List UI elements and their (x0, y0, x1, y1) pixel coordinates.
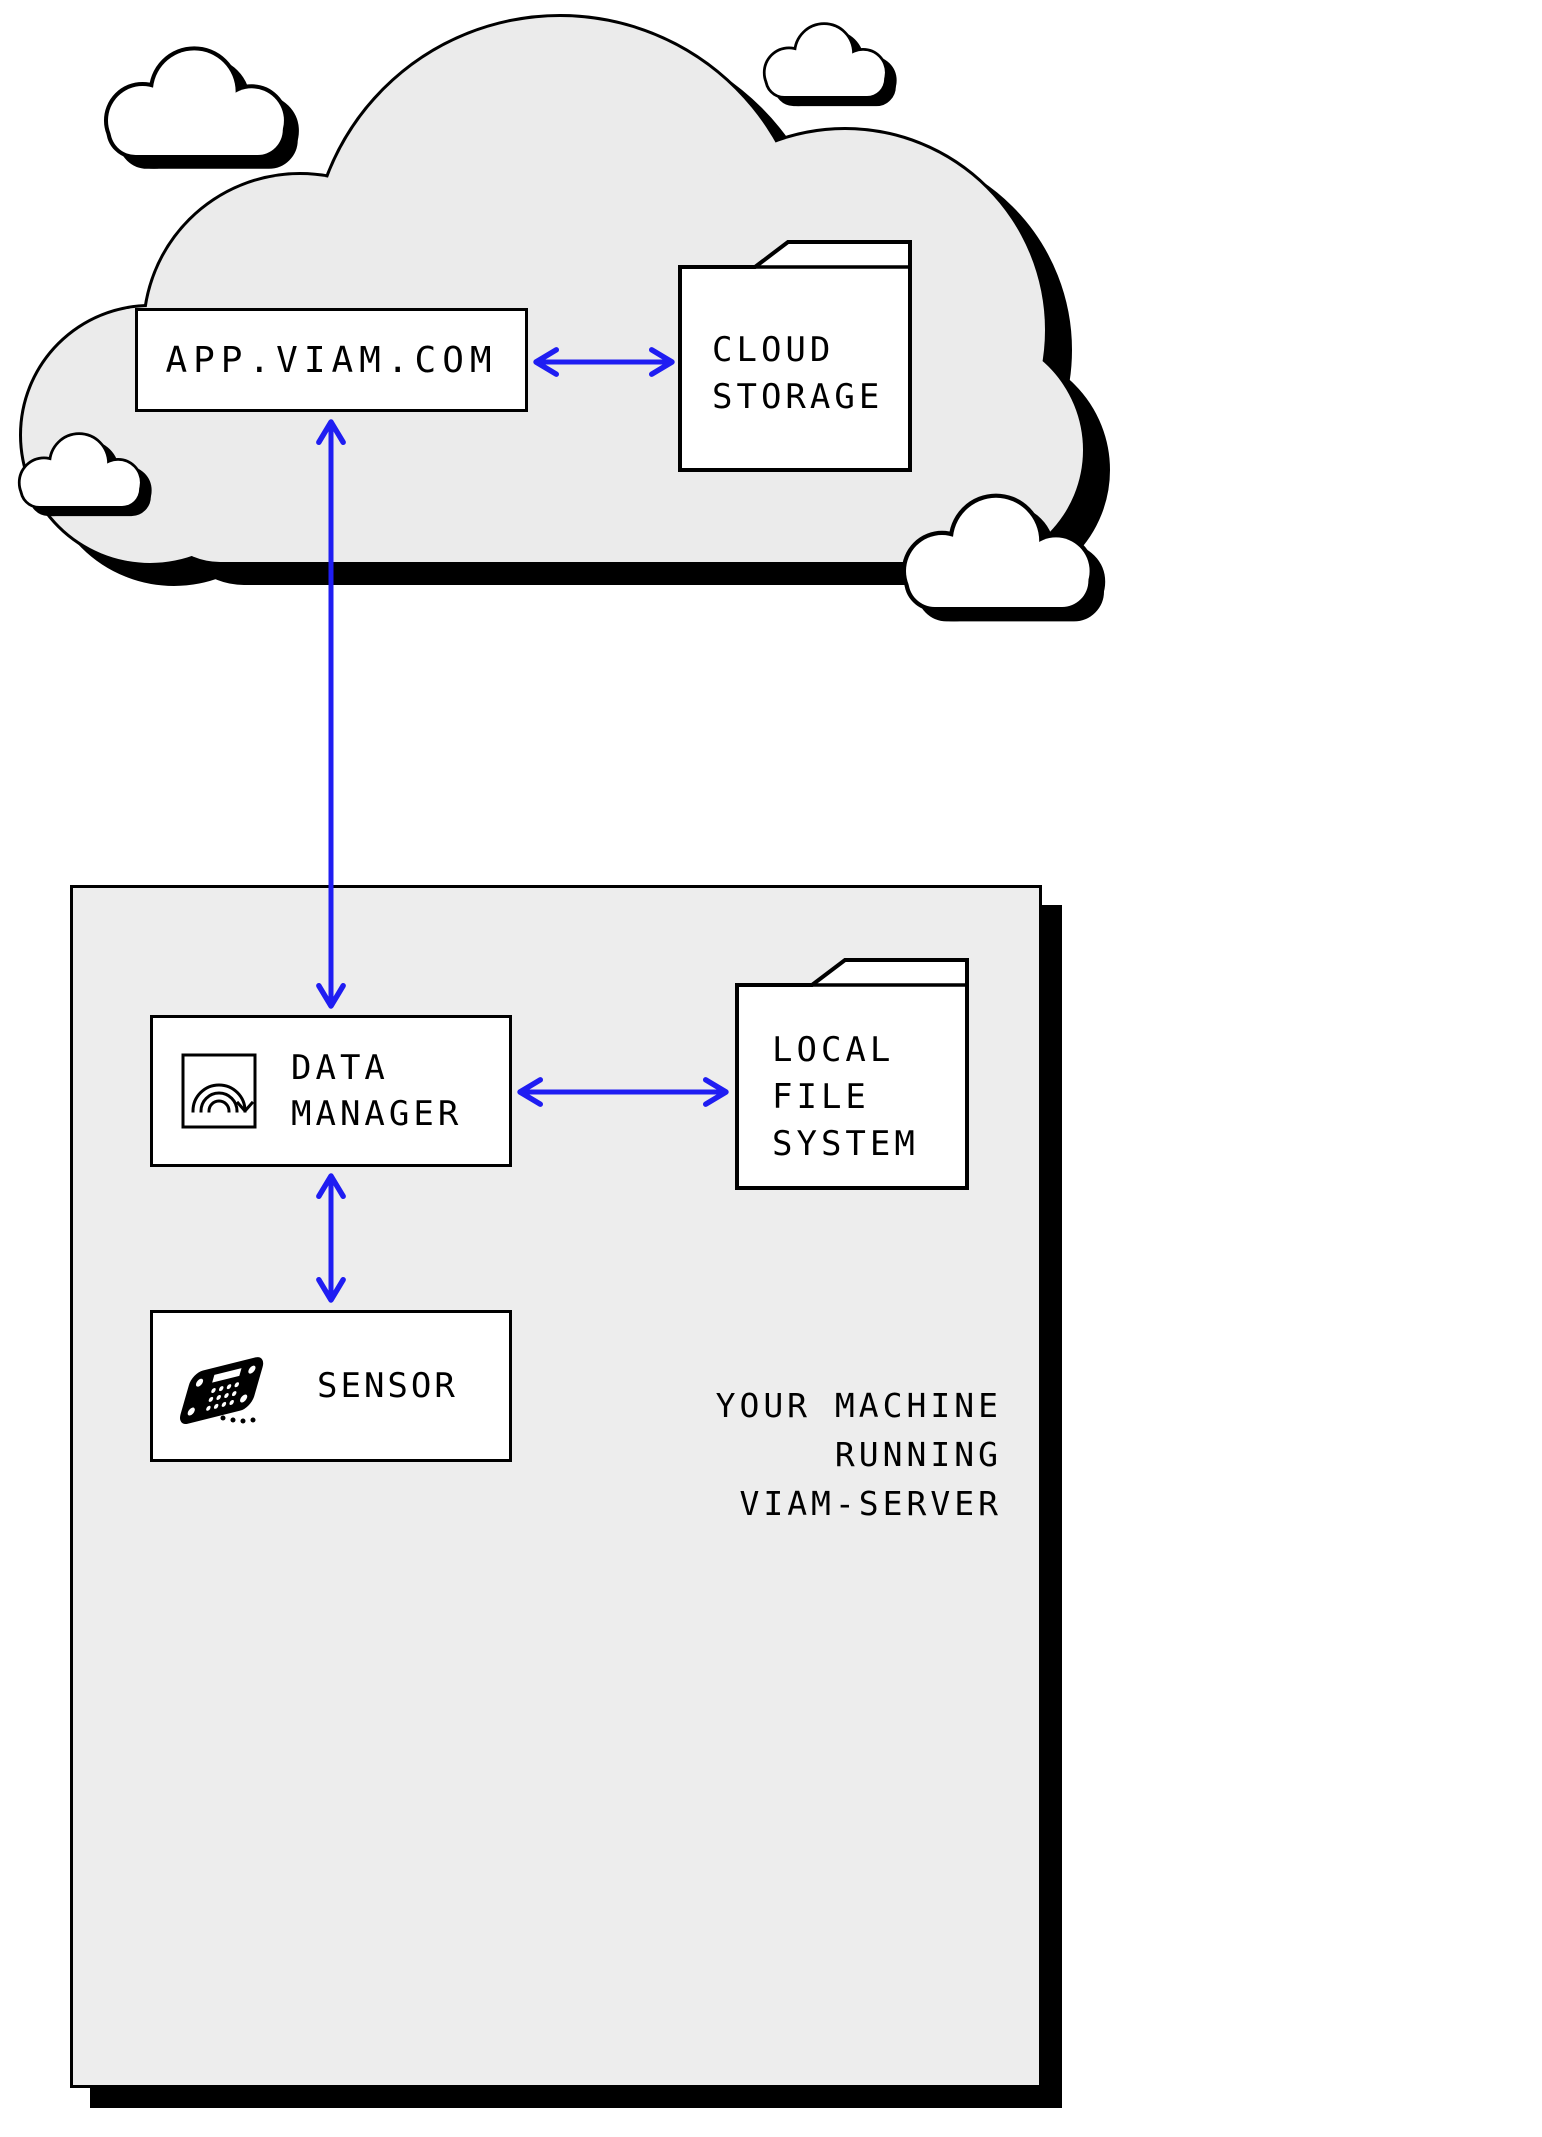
local-file-system-label: LOCAL FILE SYSTEM (772, 1027, 919, 1168)
sensor-board-icon (180, 1357, 264, 1425)
data-manager-box: DATA MANAGER (150, 1015, 512, 1167)
caption-line: YOUR MACHINE (715, 1386, 1002, 1425)
label-line: CLOUD (712, 330, 835, 370)
label-line: LOCAL (772, 1030, 895, 1070)
cloud-storage-folder (678, 240, 912, 472)
cloud-storage-label: CLOUD STORAGE (712, 327, 883, 421)
label-line: STORAGE (712, 377, 884, 417)
data-manager-icon (181, 1053, 257, 1129)
label-line: SYSTEM (772, 1124, 919, 1164)
caption-line: VIAM-SERVER (739, 1484, 1002, 1523)
data-manager-label: DATA MANAGER (291, 1045, 462, 1137)
small-cloud-top-left (108, 50, 295, 165)
app-viam-com-label: APP.VIAM.COM (165, 339, 498, 381)
sensor-label: SENSOR (317, 1366, 458, 1406)
caption-line: RUNNING (834, 1435, 1002, 1474)
app-viam-com-box: APP.VIAM.COM (135, 308, 528, 412)
small-cloud-top-right (766, 25, 895, 104)
label-line: MANAGER (291, 1094, 463, 1134)
label-line: FILE (772, 1077, 870, 1117)
local-file-system-folder (735, 958, 969, 1190)
label-line: DATA (291, 1048, 389, 1088)
sensor-box: SENSOR (150, 1310, 512, 1462)
machine-caption: YOUR MACHINE RUNNING VIAM-SERVER (716, 1381, 1002, 1528)
